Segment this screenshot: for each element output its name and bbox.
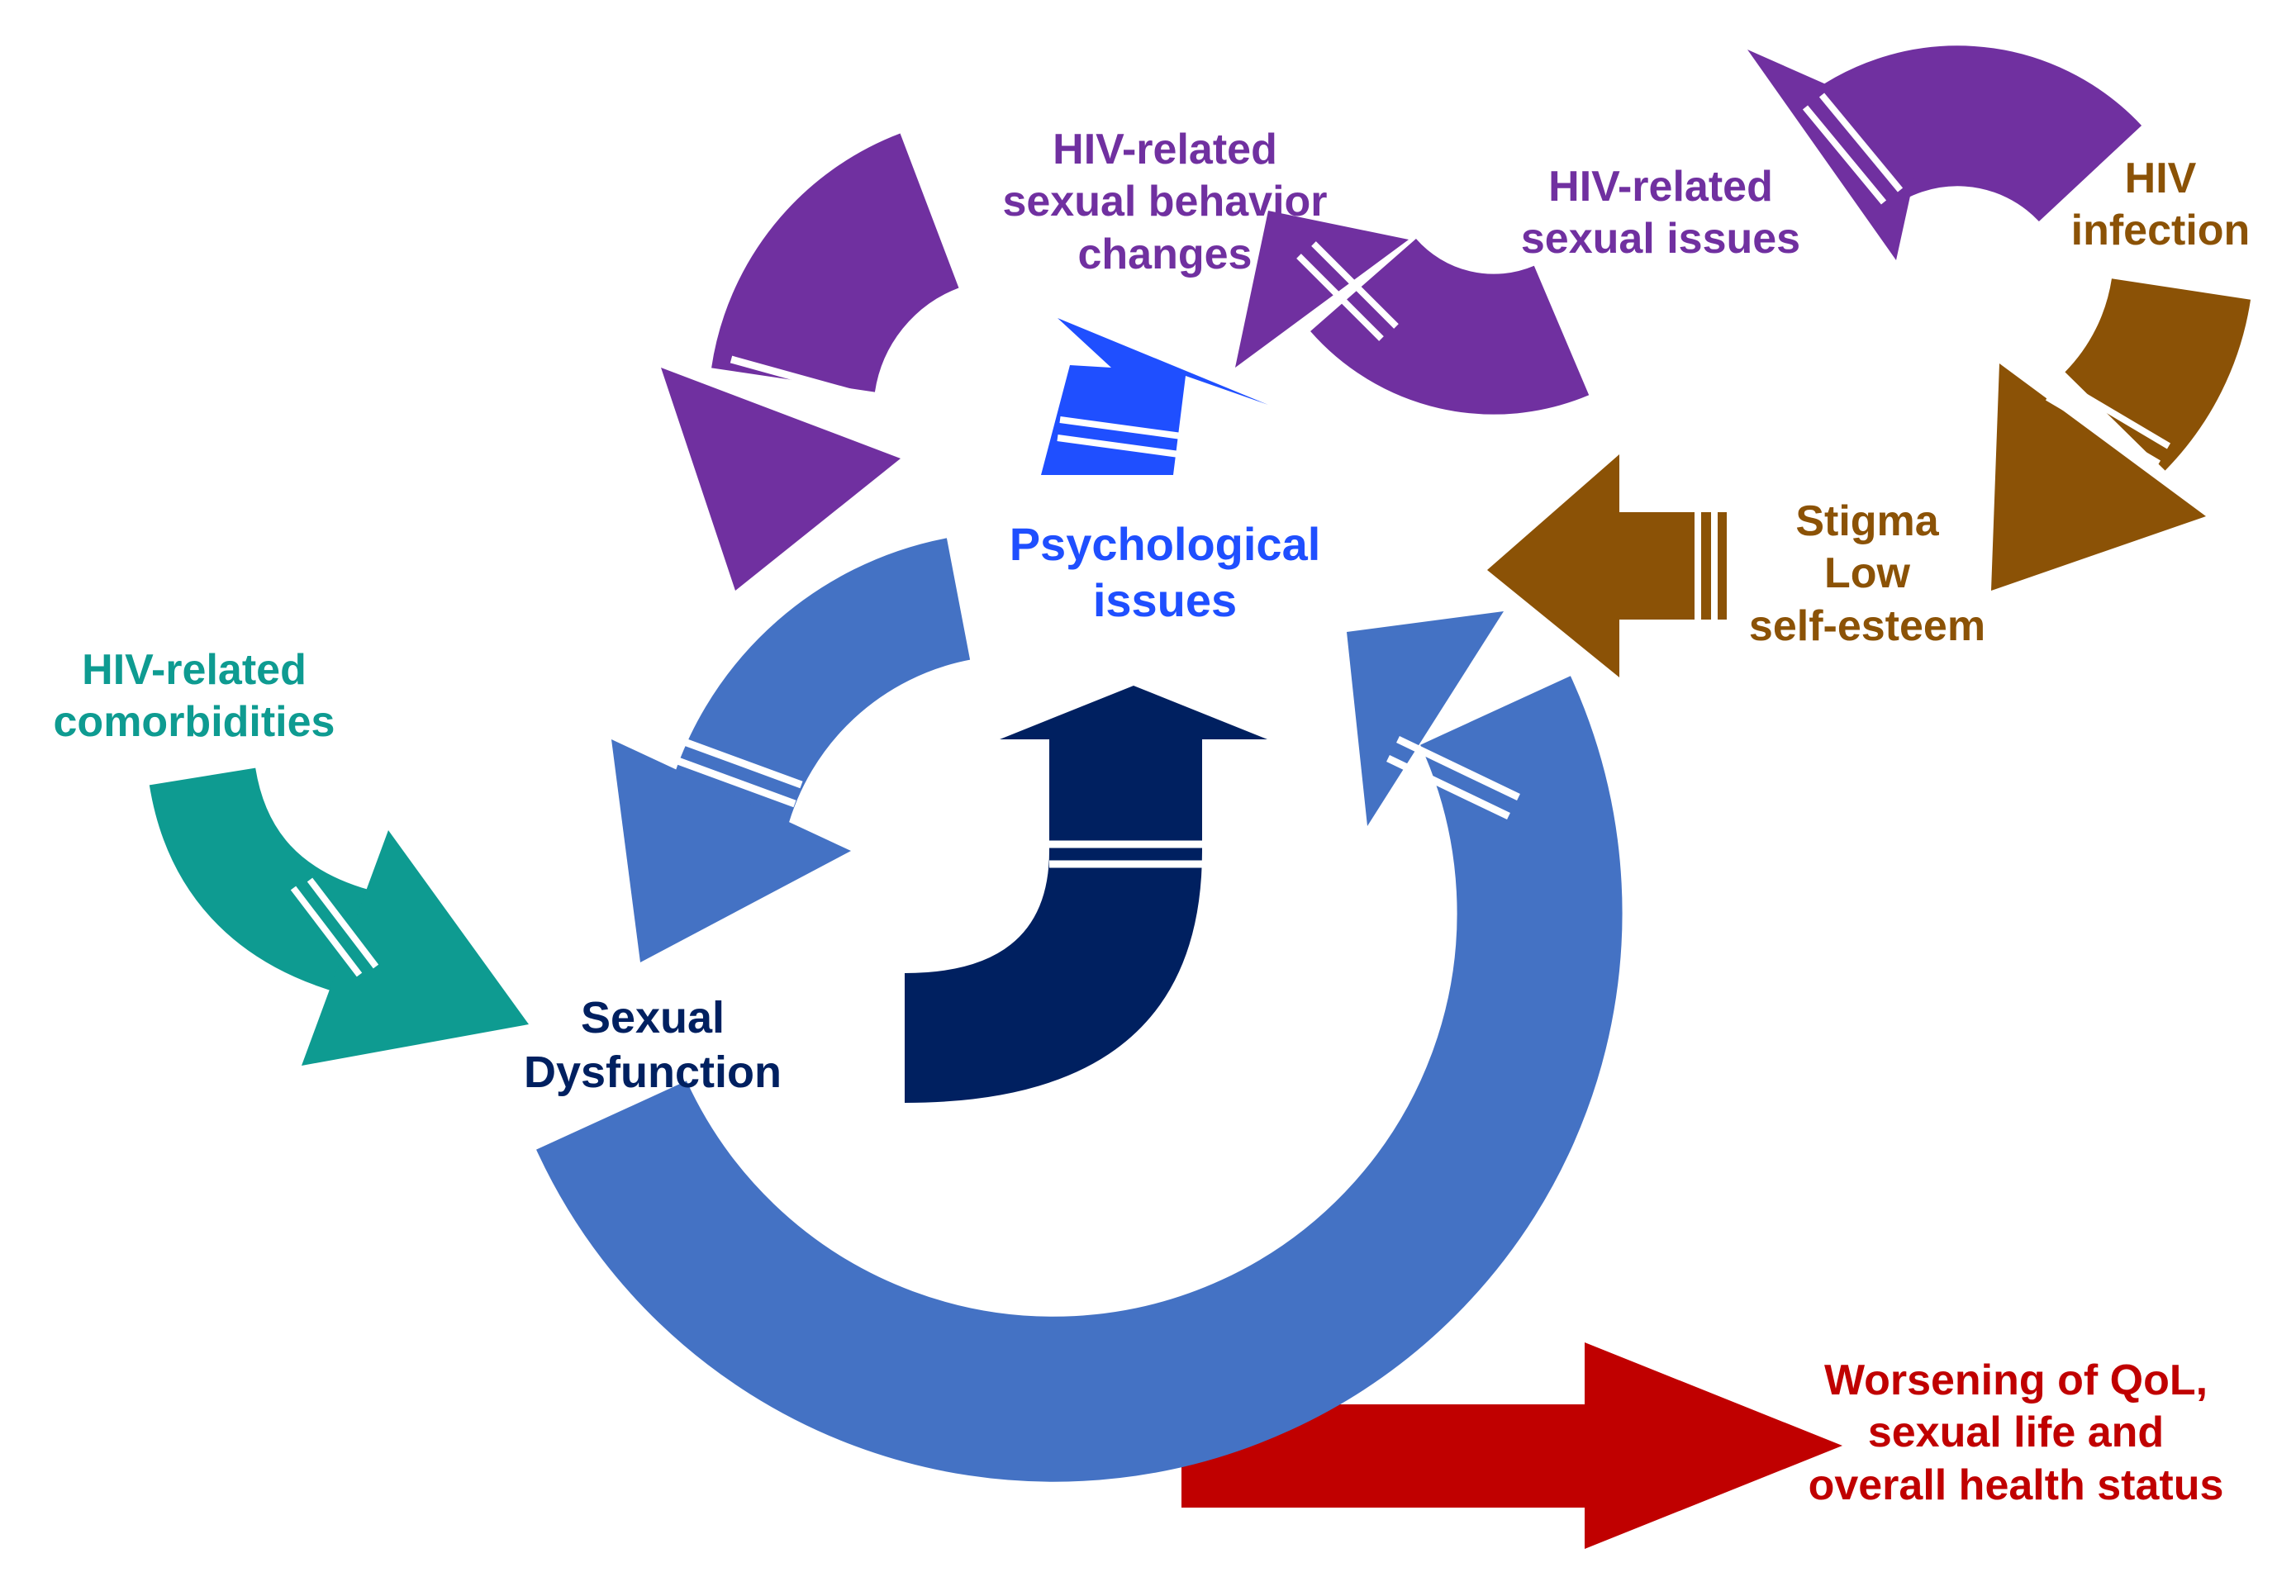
brown-arrow-left-shape: [1487, 454, 1727, 677]
purple-arrow-right: [1747, 45, 2142, 260]
teal-arc: [149, 767, 371, 994]
cycle-arrowhead-upper: [611, 739, 851, 962]
label-worsening-line3: overall health status: [1808, 1461, 2224, 1509]
purple-arrowhead-middle: [1235, 211, 1409, 368]
brown-arrowhead-down: [1991, 363, 2206, 591]
teal-arrow: [149, 767, 529, 1066]
purple-arrowhead-left: [661, 368, 901, 591]
brown-arc-down: [2064, 277, 2251, 471]
label-stigma-line2: Low: [1824, 549, 1910, 598]
label-comorbidities-line1: HIV-related: [82, 646, 307, 694]
label-worsening-line2: sexual life and: [1867, 1408, 2165, 1457]
label-stigma: Stigma Low self-esteem: [1710, 496, 2024, 653]
purple-arc-middle: [1310, 237, 1590, 415]
brown-arrow-left: [1487, 454, 1727, 677]
label-behavior-changes: HIV-related sexual behavior changes: [979, 124, 1351, 281]
bright-blue-arrow-shape: [1041, 318, 1268, 475]
label-worsening: Worsening of QoL, sexual life and overal…: [1752, 1355, 2280, 1512]
purple-arrow-middle: [1235, 211, 1590, 415]
label-comorbidities: HIV-related comorbidities: [8, 644, 380, 749]
label-behavior-changes-line2: sexual behavior: [1002, 178, 1328, 226]
label-stigma-line3: self-esteem: [1748, 601, 1986, 650]
brown-notch-down: [2045, 377, 2171, 467]
label-hiv-infection-line2: infection: [2070, 207, 2251, 255]
label-behavior-changes-line3: changes: [1077, 230, 1253, 278]
purple-arrow-left: [661, 133, 961, 591]
label-sexual-dysfunction-line2: Dysfunction: [523, 1047, 782, 1097]
cycle-notch-upper: [663, 733, 803, 808]
cycle-arrowhead-large: [1347, 611, 1504, 826]
cycle-arc-upper: [667, 538, 972, 831]
label-comorbidities-line2: comorbidities: [53, 698, 335, 747]
label-psychological-line2: issues: [1092, 574, 1238, 627]
teal-arrowhead: [302, 830, 529, 1066]
cycle-arrow-upper: [611, 538, 972, 962]
label-sexual-issues-line2: sexual issues: [1520, 215, 1801, 264]
purple-notch-left: [725, 355, 861, 418]
navy-arrow: [905, 686, 1267, 1103]
purple-arrowhead-right: [1747, 50, 1925, 260]
label-hiv-infection: HIV infection: [2041, 153, 2280, 258]
brown-arrow-down: [1991, 277, 2251, 591]
cycle-arc-large: [536, 676, 1623, 1482]
worsening-arrow-shape: [1181, 1342, 1842, 1549]
bright-blue-arrow: [1041, 318, 1268, 475]
label-hiv-infection-line1: HIV: [2124, 154, 2197, 202]
bright-blue-notch: [1057, 416, 1182, 458]
brown-notch-left: [1695, 512, 1718, 620]
navy-notch: [1049, 840, 1202, 868]
purple-arc-left: [711, 133, 961, 394]
purple-notch-middle: [1296, 241, 1399, 341]
label-worsening-line1: Worsening of QoL,: [1823, 1356, 2208, 1404]
label-sexual-issues-line1: HIV-related: [1548, 163, 1773, 211]
navy-arrow-body: [905, 686, 1267, 1103]
teal-notch: [290, 877, 379, 977]
label-behavior-changes-line1: HIV-related: [1053, 126, 1277, 173]
label-psychological-issues: Psychological issues: [967, 516, 1363, 629]
label-sexual-dysfunction-line1: Sexual: [580, 993, 725, 1043]
cycle-notch-large: [1386, 735, 1520, 820]
label-sexual-dysfunction: Sexual Dysfunction: [487, 991, 818, 1100]
label-stigma-line1: Stigma: [1795, 497, 1939, 545]
worsening-arrow: [1181, 1342, 1842, 1549]
purple-notch-right: [1802, 93, 1904, 205]
cycle-arrow-large: [536, 611, 1623, 1482]
label-psychological-line1: Psychological: [1009, 518, 1321, 570]
label-sexual-issues: HIV-related sexual issues: [1479, 161, 1842, 266]
